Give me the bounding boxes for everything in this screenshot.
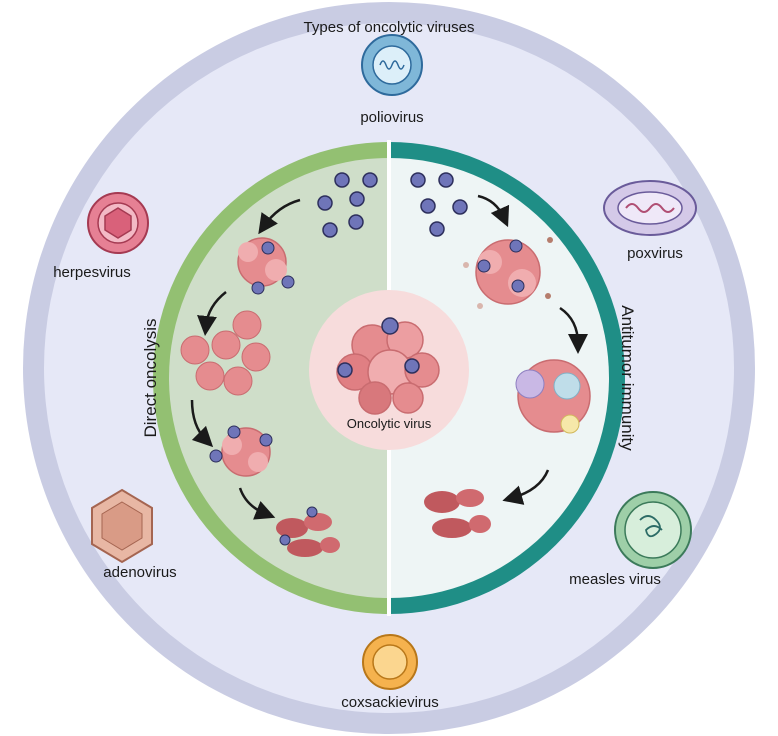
poliovirus-icon bbox=[361, 34, 423, 96]
poliovirus-label: poliovirus bbox=[360, 109, 423, 126]
antitumor-immunity-label: Antitumor immunity bbox=[618, 305, 637, 451]
step-arrow-right-3 bbox=[502, 469, 550, 505]
measles-virus-label: measles virus bbox=[569, 571, 661, 588]
step-arrow-right-1 bbox=[477, 194, 510, 228]
virus-particles-right bbox=[410, 172, 468, 237]
immune-attack-right bbox=[515, 359, 591, 434]
poxvirus-icon bbox=[603, 180, 697, 236]
step-arrow-left-2 bbox=[197, 291, 227, 336]
step-arrow-left-4 bbox=[238, 487, 276, 520]
tumor-replicating-left bbox=[180, 310, 271, 396]
direct-oncolysis-label: Direct oncolysis bbox=[141, 318, 160, 437]
adenovirus-icon bbox=[91, 488, 153, 564]
step-arrow-left-1 bbox=[258, 198, 301, 235]
herpesvirus-label: herpesvirus bbox=[53, 264, 131, 281]
tumor-lysed-left bbox=[276, 506, 340, 557]
virus-particles-left bbox=[317, 172, 378, 238]
tumor-infected-left bbox=[237, 237, 295, 295]
tumor-lysed-right bbox=[424, 489, 491, 538]
poxvirus-label: poxvirus bbox=[627, 245, 683, 262]
step-arrow-left-3 bbox=[190, 399, 214, 448]
adenovirus-label: adenovirus bbox=[103, 564, 176, 581]
coxsackievirus-label: coxsackievirus bbox=[341, 694, 439, 711]
diagram-title: Types of oncolytic viruses bbox=[304, 19, 475, 36]
measles-virus-icon bbox=[614, 491, 692, 569]
tumor-bursting-left bbox=[209, 425, 273, 477]
tumor-infected-right bbox=[463, 237, 553, 309]
herpesvirus-icon bbox=[87, 192, 149, 254]
center-label: Oncolytic virus bbox=[347, 416, 432, 431]
left-mechanism-panel bbox=[153, 142, 389, 614]
center-tumor-icon bbox=[336, 317, 440, 415]
coxsackievirus-icon bbox=[362, 634, 418, 690]
step-arrow-right-2 bbox=[559, 306, 588, 354]
